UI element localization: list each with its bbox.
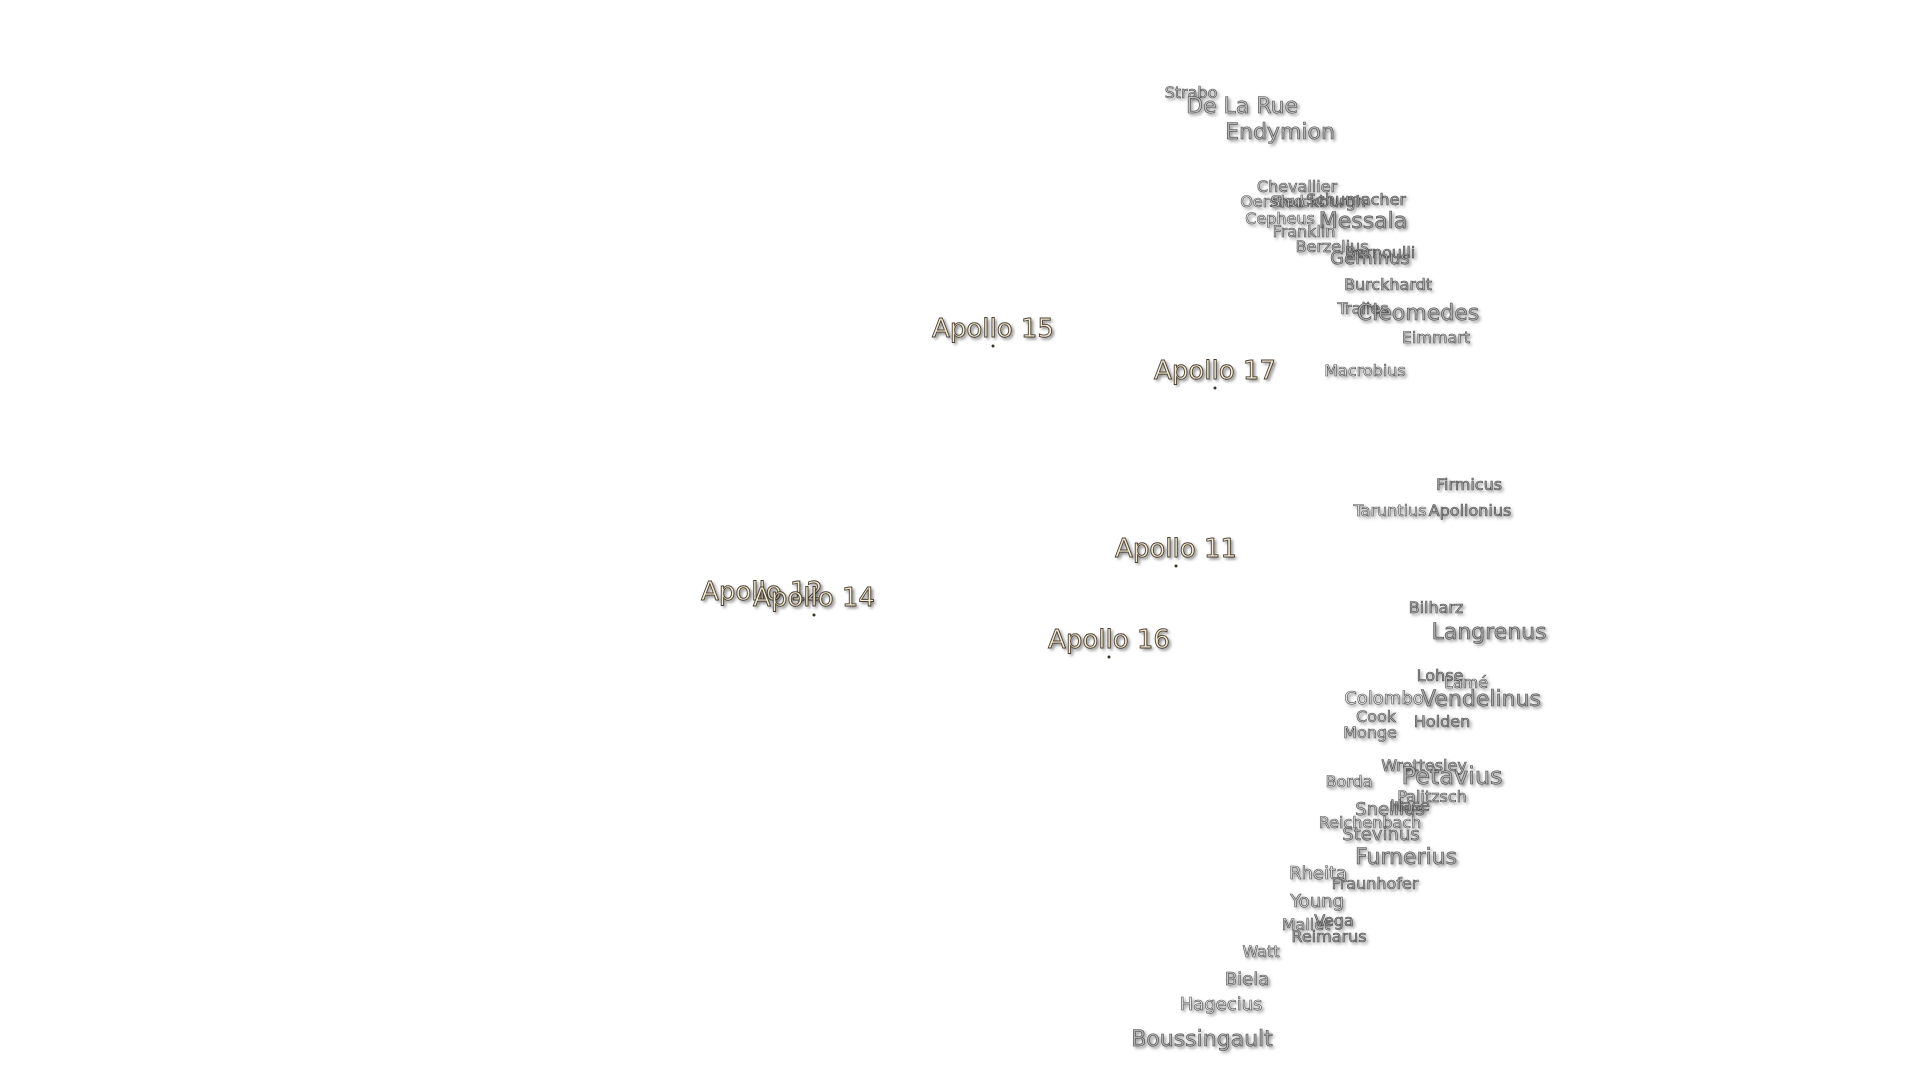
crater-label[interactable]: Endymion [1225,120,1335,145]
crater-label[interactable]: Petavius [1401,762,1503,790]
crater-label[interactable]: Vega [1314,911,1354,930]
apollo-16-label[interactable]: Apollo 16 [1048,625,1171,655]
crater-label[interactable]: Reichenbach [1318,813,1422,832]
crater-label[interactable]: Colombo [1344,688,1424,709]
crater-label[interactable]: Burckhardt [1343,275,1433,294]
crater-label[interactable]: Cook [1355,707,1397,726]
crater-label[interactable]: Apollonius [1428,501,1512,520]
crater-label[interactable]: Biela [1224,969,1270,990]
crater-label[interactable]: Bernoulli [1344,243,1416,262]
apollo-14-marker [812,613,816,617]
crater-label[interactable]: Borda [1325,772,1373,791]
crater-label[interactable]: Watt [1242,942,1280,961]
crater-label[interactable]: Cleomedes [1356,301,1480,326]
crater-label[interactable]: Firmicus [1435,475,1503,494]
crater-label[interactable]: Shuckburgh [1270,192,1366,211]
crater-label[interactable]: Hagecius [1179,994,1263,1015]
apollo-11-label[interactable]: Apollo 11 [1115,534,1238,564]
crater-label[interactable]: Strabo [1164,83,1218,102]
crater-label[interactable]: Holden [1413,712,1471,731]
apollo-11-marker [1174,564,1178,568]
crater-label[interactable]: Oersted [1240,192,1304,211]
crater-label[interactable]: Bilharz [1408,598,1464,617]
crater-label[interactable]: Langrenus [1431,620,1547,645]
crater-label[interactable]: Snellius [1355,799,1425,820]
crater-label[interactable]: Furnerius [1354,845,1458,870]
crater-label[interactable]: Vendelinus [1421,687,1542,712]
crater-label[interactable]: Schumacher [1306,190,1407,209]
crater-label[interactable]: Hase [1389,796,1431,815]
apollo-16-marker [1107,655,1111,659]
crater-label[interactable]: Lamé [1443,673,1489,692]
apollo-17-label[interactable]: Apollo 17 [1154,356,1277,386]
crater-label[interactable]: Boussingault [1131,1027,1273,1052]
crater-label[interactable]: Mallet [1281,915,1331,934]
crater-label[interactable]: Franklin [1272,222,1336,241]
apollo-12-label[interactable]: Apollo 12 [701,577,824,607]
crater-label[interactable]: Palitzsch [1397,787,1467,806]
crater-label[interactable]: Macrobius [1324,361,1406,380]
apollo-15-marker [991,344,995,348]
crater-label[interactable]: Berzelius [1295,237,1369,256]
apollo-15-label[interactable]: Apollo 15 [932,314,1055,344]
crater-label[interactable]: Taruntius [1353,501,1427,520]
crater-label[interactable]: Eimmart [1401,328,1471,347]
crater-label[interactable]: Lohse [1416,666,1464,685]
apollo-17-marker [1213,386,1217,390]
crater-label[interactable]: Wrottesley [1381,756,1467,775]
crater-label[interactable]: Rheita [1288,863,1348,884]
crater-label[interactable]: Stevinus [1342,824,1420,845]
crater-label[interactable]: Messala [1318,209,1408,234]
crater-label[interactable]: Tralles [1337,299,1389,318]
crater-label[interactable]: Young [1290,891,1344,912]
crater-label[interactable]: De La Rue [1186,94,1299,119]
crater-label[interactable]: Chevallier [1256,177,1338,196]
crater-label[interactable]: Fraunhofer [1331,874,1419,893]
crater-label[interactable]: Geminus [1330,248,1410,269]
apollo-14-label[interactable]: Apollo 14 [753,583,876,613]
crater-label[interactable]: Cepheus [1245,209,1315,228]
crater-label[interactable]: Monge [1343,723,1397,742]
crater-label[interactable]: Reimarus [1291,927,1367,946]
